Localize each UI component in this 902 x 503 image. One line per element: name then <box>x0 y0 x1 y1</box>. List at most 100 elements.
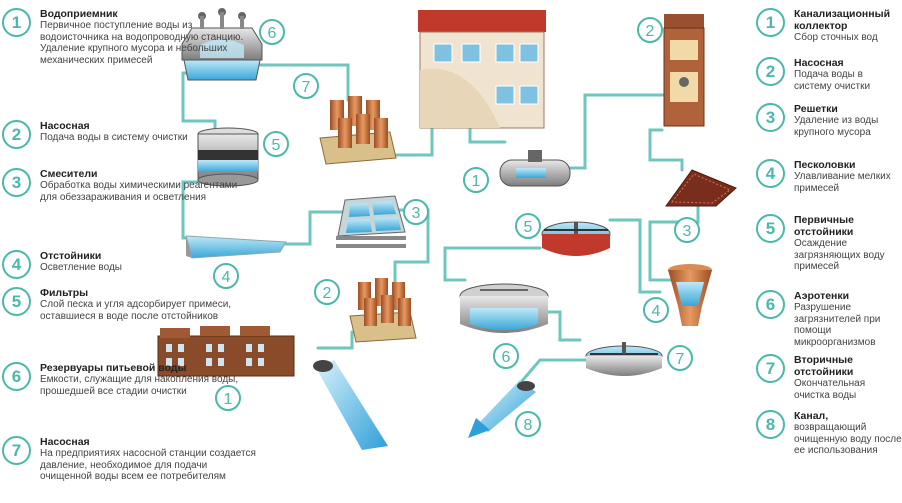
sand-trap-funnel-icon <box>668 264 712 326</box>
marker-circle <box>403 199 429 225</box>
secondary-settler-icon <box>585 342 663 376</box>
aerotank-icon <box>459 283 549 333</box>
house-icon <box>418 10 546 129</box>
diagram-marker-r5: 5 <box>515 213 541 239</box>
marker-number: 1 <box>472 173 481 190</box>
marker-number: 5 <box>272 137 281 154</box>
diagram-marker-r1: 1 <box>463 167 489 193</box>
step-title: Насосная <box>40 436 90 448</box>
marker-circle <box>667 345 693 371</box>
step-title: Аэротенки <box>794 290 850 302</box>
mixer-tanks-icon <box>336 195 406 248</box>
pipe-sandtrap-to-primary <box>608 218 662 294</box>
step-number-badge: 8 <box>756 410 785 439</box>
marker-number: 5 <box>524 219 533 236</box>
pipe-screens-to-sandtrap <box>648 203 700 282</box>
marker-circle <box>463 167 489 193</box>
marker-number: 3 <box>412 205 421 222</box>
step-title: Канал, <box>794 410 829 422</box>
step-number-badge: 1 <box>2 8 31 37</box>
marker-number: 4 <box>652 303 661 320</box>
diagram-marker-r3: 3 <box>674 217 700 243</box>
marker-number: 1 <box>224 391 233 408</box>
step-number-badge: 4 <box>756 159 785 188</box>
sewer-pump-tower-icon <box>663 14 705 127</box>
step-description: Разрушение загрязнителей при помощи микр… <box>794 302 881 348</box>
marker-number: 6 <box>502 349 511 366</box>
water-intake-building-icon <box>157 326 295 377</box>
pipe-collector-to-pump <box>568 93 666 170</box>
step-title: Канализационный коллектор <box>794 8 891 32</box>
step-title: Насосная <box>40 120 90 132</box>
marker-number: 4 <box>222 269 231 286</box>
step-number-badge: 2 <box>2 120 31 149</box>
marker-circle <box>493 343 519 369</box>
marker-circle <box>259 19 285 45</box>
step-title: Отстойники <box>40 250 102 262</box>
pipe-house-to-collector <box>468 126 507 144</box>
marker-number: 8 <box>524 417 533 434</box>
step-title: Водоприемник <box>40 8 118 20</box>
diagram-marker-r7: 7 <box>667 345 693 371</box>
marker-circle <box>314 279 340 305</box>
reservoir-tank-icon <box>181 8 263 81</box>
marker-circle <box>263 131 289 157</box>
step-title: Насосная <box>794 57 844 69</box>
step-title: Первичные отстойники <box>794 214 854 238</box>
step-number-badge: 2 <box>756 57 785 86</box>
pipelines <box>181 63 700 397</box>
marker-number: 6 <box>268 25 277 42</box>
pump-block-icon <box>349 278 417 343</box>
step-description: Сбор сточных вод <box>794 32 878 43</box>
diagram-marker-s1: 1 <box>215 385 241 411</box>
step-number-badge: 3 <box>756 103 785 132</box>
step-description: Обработка воды химическими реагентами дл… <box>40 180 238 203</box>
step-description: Осветление воды <box>40 262 122 273</box>
step-text: Канал,возвращающий очищенную воду после … <box>794 410 902 457</box>
pipe-primary-to-aerotank <box>443 246 542 282</box>
diagram-step-markers: 1 2 3 4 5 6 7 1 2 3 4 5 6 7 8 <box>213 17 700 437</box>
step-description: Улавливание мелких примесей <box>794 171 891 194</box>
sewer-collector-icon <box>499 150 571 187</box>
step-description: Емкости, служащие для накопления воды, п… <box>40 374 239 397</box>
step-description: Подача воды в систему очистки <box>40 132 188 143</box>
diagram-marker-r8: 8 <box>515 411 541 437</box>
pipe-pump-to-city <box>316 330 354 350</box>
step-description: Подача воды в систему очистки <box>794 69 871 92</box>
marker-number: 2 <box>323 285 332 302</box>
step-title: Резервуары питьевой воды <box>40 362 187 374</box>
screen-grate-icon <box>665 169 737 207</box>
step-number-badge: 4 <box>2 250 31 279</box>
pipe-reservoir-to-filter <box>250 63 350 102</box>
diagram-marker-s3: 3 <box>403 199 429 225</box>
step-title: Песколовки <box>794 159 856 171</box>
diagram-marker-s2: 2 <box>314 279 340 305</box>
pipe-pump-to-screens <box>648 128 684 172</box>
step-number-badge: 3 <box>2 168 31 197</box>
diagram-marker-s7: 7 <box>293 73 319 99</box>
marker-circle <box>674 217 700 243</box>
diagram-marker-r2: 2 <box>637 17 663 43</box>
marker-circle <box>293 73 319 99</box>
primary-settler-icon <box>541 221 611 256</box>
step-description: Окончательная очистка воды <box>794 378 866 401</box>
diagram-marker-s6: 6 <box>259 19 285 45</box>
diagram-marker-r4: 4 <box>643 297 669 323</box>
step-number-badge: 5 <box>756 214 785 243</box>
marker-circle <box>215 385 241 411</box>
step-title: Решетки <box>794 103 838 115</box>
pipe-aerotank-to-secondary <box>544 310 582 342</box>
marker-circle <box>515 213 541 239</box>
step-number-badge: 6 <box>756 290 785 319</box>
settler-trough-icon <box>185 235 287 259</box>
